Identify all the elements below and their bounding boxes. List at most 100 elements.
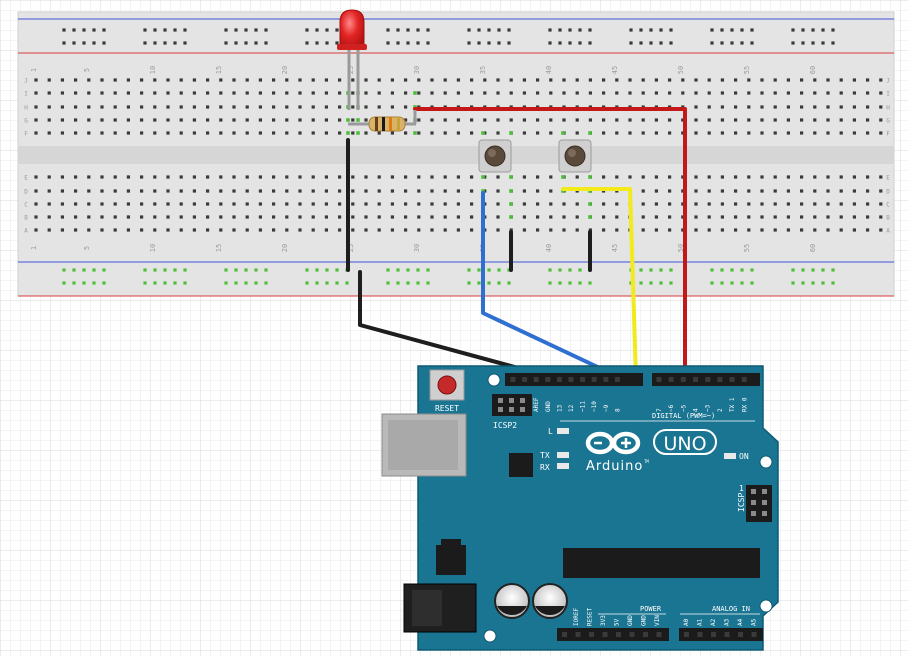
breadboard-hole[interactable] [377,131,381,135]
breadboard-hole[interactable] [852,189,856,193]
breadboard-hole[interactable] [430,215,434,219]
breadboard-hole[interactable] [100,215,104,219]
breadboard-hole[interactable] [192,78,196,82]
rail-hole[interactable] [426,268,430,272]
breadboard-hole[interactable] [351,202,355,206]
breadboard-hole[interactable] [417,228,421,232]
breadboard-hole[interactable] [140,175,144,179]
breadboard-hole[interactable] [126,105,130,109]
rail-hole[interactable] [477,268,481,272]
rail-hole[interactable] [659,28,663,32]
breadboard-hole[interactable] [166,215,170,219]
breadboard-hole[interactable] [866,189,870,193]
breadboard-hole[interactable] [364,215,368,219]
breadboard-hole[interactable] [324,175,328,179]
breadboard-hole[interactable] [272,215,276,219]
breadboard-hole[interactable] [100,228,104,232]
breadboard-hole[interactable] [140,131,144,135]
breadboard-hole[interactable] [206,91,210,95]
breadboard-hole[interactable] [390,215,394,219]
pushbutton-1[interactable] [478,139,512,173]
breadboard-hole[interactable] [588,78,592,82]
breadboard-hole[interactable] [813,78,817,82]
breadboard-hole[interactable] [206,118,210,122]
rail-hole[interactable] [639,268,643,272]
breadboard-hole[interactable] [153,118,157,122]
breadboard-hole[interactable] [166,228,170,232]
breadboard-hole[interactable] [113,91,117,95]
breadboard-hole[interactable] [866,78,870,82]
breadboard-hole[interactable] [760,131,764,135]
rail-hole[interactable] [153,41,157,45]
breadboard-hole[interactable] [430,175,434,179]
breadboard-hole[interactable] [694,189,698,193]
breadboard-hole[interactable] [879,215,883,219]
breadboard-hole[interactable] [720,131,724,135]
breadboard-hole[interactable] [351,131,355,135]
breadboard-hole[interactable] [786,105,790,109]
rail-hole[interactable] [163,281,167,285]
rail-hole[interactable] [831,41,835,45]
rail-hole[interactable] [62,281,66,285]
breadboard-hole[interactable] [786,228,790,232]
breadboard-hole[interactable] [377,228,381,232]
breadboard-hole[interactable] [813,118,817,122]
breadboard-hole[interactable] [153,202,157,206]
breadboard-hole[interactable] [641,215,645,219]
breadboard-hole[interactable] [496,118,500,122]
digital-socket[interactable] [656,377,662,382]
breadboard-hole[interactable] [404,202,408,206]
breadboard-hole[interactable] [192,131,196,135]
rail-hole[interactable] [183,28,187,32]
breadboard-hole[interactable] [602,215,606,219]
rail-hole[interactable] [224,268,228,272]
rail-hole[interactable] [102,28,106,32]
breadboard-hole[interactable] [707,228,711,232]
breadboard-hole[interactable] [615,118,619,122]
breadboard-hole[interactable] [87,202,91,206]
breadboard-hole[interactable] [800,228,804,232]
breadboard-hole[interactable] [34,105,38,109]
breadboard-hole[interactable] [496,131,500,135]
rail-hole[interactable] [730,281,734,285]
breadboard-hole[interactable] [536,118,540,122]
breadboard-hole[interactable] [734,215,738,219]
breadboard-hole[interactable] [470,228,474,232]
breadboard-hole[interactable] [866,202,870,206]
breadboard-hole[interactable] [734,91,738,95]
breadboard-hole[interactable] [681,78,685,82]
breadboard-hole[interactable] [87,175,91,179]
breadboard-hole[interactable] [826,215,830,219]
breadboard-hole[interactable] [694,215,698,219]
breadboard-hole[interactable] [166,78,170,82]
breadboard-hole[interactable] [588,91,592,95]
breadboard-hole[interactable] [47,189,51,193]
breadboard-hole[interactable] [707,131,711,135]
breadboard-hole[interactable] [179,175,183,179]
rail-hole[interactable] [730,28,734,32]
breadboard-hole[interactable] [87,215,91,219]
breadboard-hole[interactable] [298,189,302,193]
breadboard-hole[interactable] [839,215,843,219]
rail-hole[interactable] [639,28,643,32]
breadboard-hole[interactable] [100,118,104,122]
breadboard-hole[interactable] [694,91,698,95]
breadboard-hole[interactable] [311,202,315,206]
breadboard-hole[interactable] [285,215,289,219]
breadboard-hole[interactable] [866,215,870,219]
breadboard-hole[interactable] [826,105,830,109]
breadboard-hole[interactable] [364,202,368,206]
breadboard-hole[interactable] [219,91,223,95]
breadboard-hole[interactable] [522,202,526,206]
breadboard-hole[interactable] [720,202,724,206]
breadboard-hole[interactable] [192,189,196,193]
rail-hole[interactable] [153,268,157,272]
breadboard-hole[interactable] [786,91,790,95]
breadboard-hole[interactable] [100,105,104,109]
breadboard-hole[interactable] [417,91,421,95]
rail-hole[interactable] [325,268,329,272]
breadboard-hole[interactable] [654,175,658,179]
breadboard-hole[interactable] [166,91,170,95]
breadboard-hole[interactable] [773,228,777,232]
breadboard-hole[interactable] [641,78,645,82]
